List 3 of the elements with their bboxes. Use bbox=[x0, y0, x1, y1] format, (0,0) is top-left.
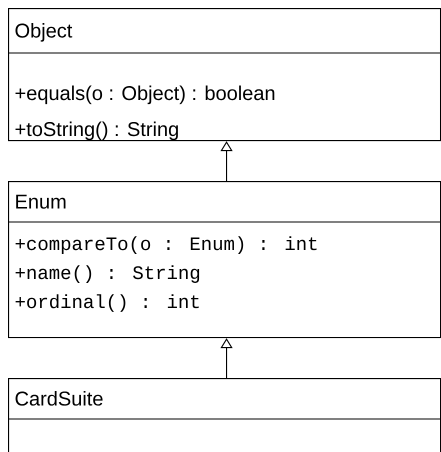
class-box: Enum +compareTo(o : Enum) : int +name() : String +ordinal() : int bbox=[8, 181, 441, 338]
class-box: Object +equals(o : Object) : boolean +toString() : String bbox=[8, 8, 441, 142]
class-box: CardSuite bbox=[8, 378, 441, 452]
